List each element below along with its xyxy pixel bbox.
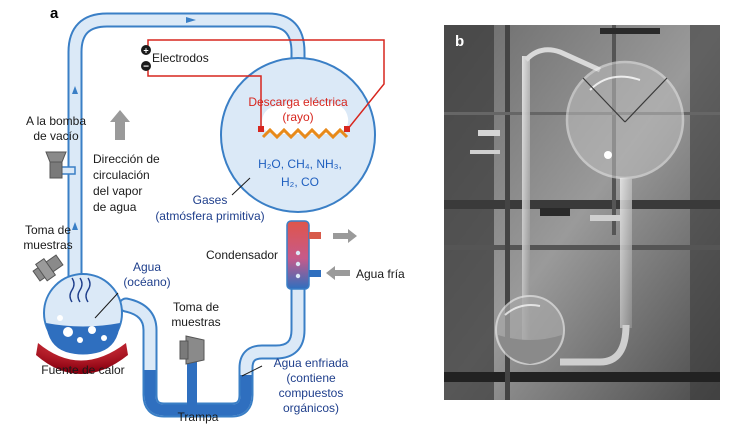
steam-icon [69,277,91,303]
ocean-water [46,323,120,355]
gases-callout-line [231,177,251,196]
direction-arrow-icon [110,110,130,140]
sample-valve-left-icon [32,254,64,282]
electrodes-label: Electrodos [152,51,209,65]
cooled-label: Agua enfriada [274,356,349,370]
minus-icon [141,61,151,71]
condenser-outlet [309,232,321,239]
reaction-flask [220,57,376,213]
heat-source [36,343,128,374]
heat-label: Fuente de calor [41,363,124,377]
svg-text:+: + [143,46,148,56]
direction-label: Dirección de [93,152,160,166]
direction-label-3: del vapor [93,184,142,198]
direction-label-4: de agua [93,200,137,214]
condenser-inlet [309,270,321,277]
panel-a-label: a [50,5,59,22]
vacuum-valve-icon [45,151,67,163]
hot-out-arrow [333,229,357,243]
cold-in-arrow [326,266,350,280]
svg-text:−: − [143,62,149,73]
cooled-label-4: orgánicos) [283,401,339,415]
sample-mid-label-2: muestras [171,315,220,329]
gases-formula-2: H₂, CO [281,175,319,189]
trap-label: Trampa [178,410,219,424]
vacuum-label: A la bomba [26,114,86,128]
sample-mid-label: Toma de [173,300,219,314]
sample-valve-mid-icon [179,335,205,365]
spark-icon [261,127,349,140]
electrode-right [344,126,350,132]
panel-b-label: b [455,33,464,50]
gases-label: Gases [193,193,228,207]
cooled-label-3: compuestos [279,386,344,400]
miller-urey-apparatus-photo [444,25,720,400]
water-callout-line [94,292,119,319]
gases-label-2: (atmósfera primitiva) [155,209,264,223]
electrode-left [258,126,264,132]
vacuum-label-2: de vacío [33,129,79,143]
sample-left-label-2: muestras [23,238,72,252]
electrode-wires [147,39,385,131]
discharge-glow [262,100,349,134]
cold-water-label: Agua fría [356,267,405,281]
cooled-callout-line [241,365,263,377]
sample-left-label: Toma de [25,223,71,237]
condenser-label: Condensador [206,248,278,262]
water-label: Agua [133,260,161,274]
discharge-label: Descarga eléctrica [248,95,348,109]
cooled-label-2: (contiene [286,371,336,385]
gases-formula: H₂O, CH₄, NH₃, [258,157,342,171]
plus-icon [141,45,151,55]
discharge-label-2: (rayo) [282,110,313,124]
water-label-2: (océano) [123,275,170,289]
direction-label-2: circulación [93,168,150,182]
